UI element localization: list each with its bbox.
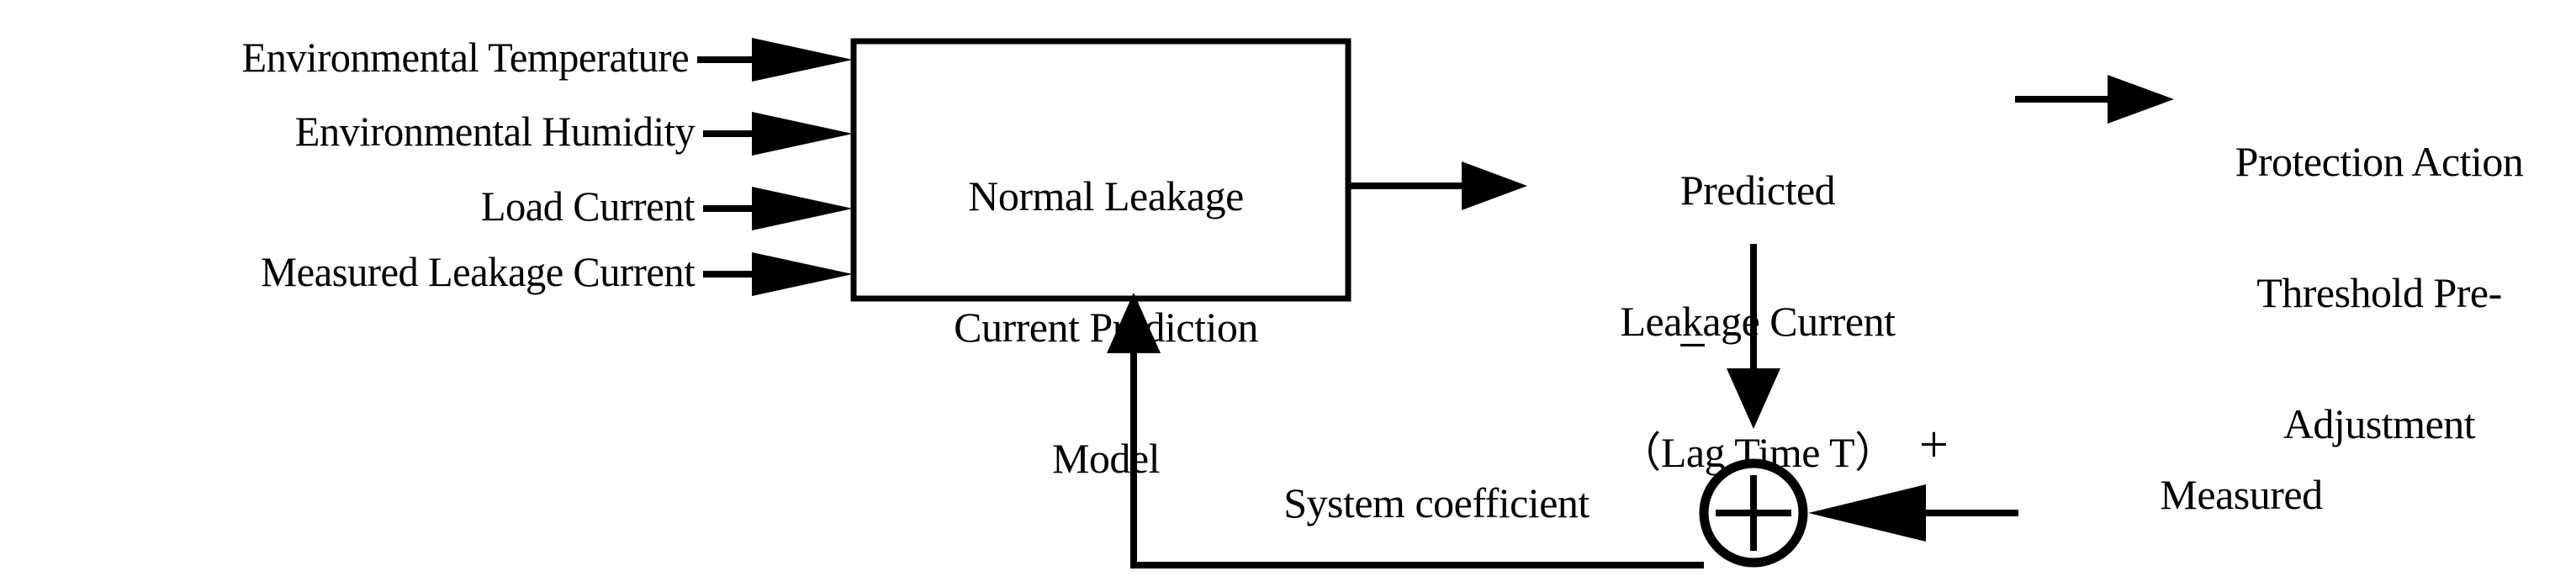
input-label-measured-leakage-current: Measured Leakage Current: [260, 248, 696, 295]
protection-line-1: Protection Action: [2235, 138, 2524, 185]
predicted-line-1: Predicted: [1679, 167, 1836, 214]
output-arrow-predicted-leakage: [1348, 161, 1527, 210]
model-block-line-3: Model: [1051, 435, 1161, 482]
feedback-path-system-coefficient-correction: [1107, 293, 1704, 568]
input-arrow-env-temperature: [697, 38, 853, 82]
protection-line-2: Threshold Pre-: [2256, 269, 2502, 316]
input-arrow-load-current: [703, 187, 853, 230]
predicted-line-2: Leakage Current: [1620, 298, 1896, 345]
input-label-env-temperature: Environmental Temperature: [241, 34, 689, 81]
predicted-leakage-current-label: Predicted Leakage Current （Lag Time T）: [1547, 81, 1968, 562]
minus-sign-label: −: [1678, 317, 1707, 374]
summing-junction: [1699, 458, 1808, 568]
system-coefficient-correction-label: System coefficient correction: [1193, 394, 1680, 587]
arrow-predicted-to-summing: [1727, 244, 1780, 429]
plus-sign-label: +: [1919, 416, 1949, 473]
model-block-line-1: Normal Leakage: [968, 172, 1244, 219]
arrow-measured-to-summing: [1808, 484, 2018, 542]
predicted-line-3: （Lag Time T）: [1619, 429, 1896, 476]
arrow-predicted-to-protection: [2015, 75, 2174, 124]
feedback-line-1: System coefficient: [1283, 479, 1590, 526]
model-block-rect: [850, 38, 1351, 302]
input-arrow-env-humidity: [703, 112, 853, 156]
input-label-env-humidity: Environmental Humidity: [294, 108, 695, 155]
model-block-label: Normal Leakage Current Prediction Model: [854, 87, 1358, 568]
model-block-line-2: Current Prediction: [954, 304, 1258, 351]
protection-line-3: Adjustment: [2282, 400, 2476, 447]
measured-feedback-line-1: Measured: [2160, 471, 2323, 518]
protection-action-label: Protection Action Threshold Pre- Adjustm…: [2182, 52, 2576, 533]
input-label-load-current: Load Current: [480, 182, 696, 230]
input-arrow-measured-leakage-current: [703, 252, 853, 296]
measured-leakage-current-time-t-label: Measured Leakage Current （Time T）: [2027, 385, 2456, 587]
